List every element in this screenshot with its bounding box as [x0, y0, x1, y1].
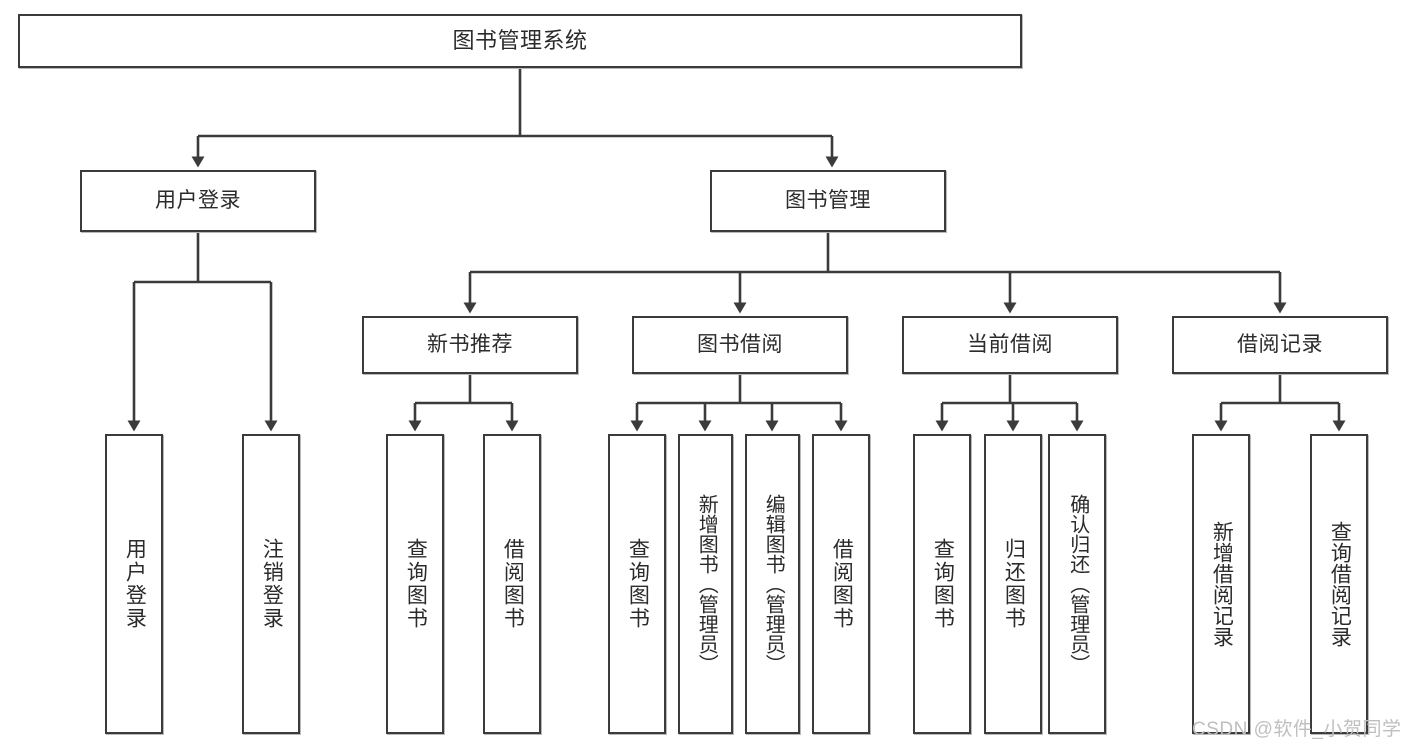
node-leaf-query-book-1[interactable]: 查询图书	[386, 434, 444, 734]
node-label: 借阅图书	[830, 538, 854, 630]
node-borrow-record[interactable]: 借阅记录	[1172, 316, 1388, 374]
node-label: 借阅记录	[1237, 333, 1323, 357]
node-leaf-edit-book[interactable]: 编辑图书（管理员）	[745, 434, 800, 734]
node-current-borrow[interactable]: 当前借阅	[902, 316, 1118, 374]
node-label: 确认归还（管理员）	[1066, 494, 1089, 674]
node-label: 归还图书	[1002, 538, 1026, 630]
node-leaf-add-record[interactable]: 新增借阅记录	[1192, 434, 1250, 734]
node-leaf-return-book[interactable]: 归还图书	[984, 434, 1042, 734]
node-label: 查询图书	[931, 538, 955, 630]
node-leaf-query-record[interactable]: 查询借阅记录	[1310, 434, 1368, 734]
node-leaf-query-book-3[interactable]: 查询图书	[913, 434, 971, 734]
csdn-watermark: CSDN @软件_小贺同学	[1192, 719, 1402, 740]
node-user-login[interactable]: 用户登录	[80, 170, 316, 232]
node-leaf-query-book-2[interactable]: 查询图书	[608, 434, 666, 734]
node-label: 查询借阅记录	[1328, 521, 1352, 647]
node-label: 新增图书（管理员）	[695, 494, 718, 674]
node-label: 新书推荐	[427, 333, 513, 357]
node-label: 图书管理系统	[452, 27, 588, 53]
node-leaf-user-login[interactable]: 用户登录	[105, 434, 163, 734]
node-leaf-add-book[interactable]: 新增图书（管理员）	[678, 434, 733, 734]
node-label: 注销登录	[260, 538, 284, 630]
node-book-management[interactable]: 图书管理	[710, 170, 946, 232]
node-label: 编辑图书（管理员）	[762, 494, 785, 674]
node-label: 用户登录	[123, 538, 147, 630]
node-new-book-recommend[interactable]: 新书推荐	[362, 316, 578, 374]
node-leaf-borrow-book-2[interactable]: 借阅图书	[812, 434, 870, 734]
node-root-system[interactable]: 图书管理系统	[18, 14, 1022, 68]
node-leaf-logout[interactable]: 注销登录	[242, 434, 300, 734]
node-label: 查询图书	[626, 538, 650, 630]
node-label: 图书借阅	[697, 333, 783, 357]
node-leaf-confirm-return[interactable]: 确认归还（管理员）	[1048, 434, 1106, 734]
node-label: 新增借阅记录	[1210, 521, 1234, 647]
node-label: 借阅图书	[501, 538, 525, 630]
node-label: 图书管理	[785, 189, 871, 213]
node-label: 用户登录	[155, 189, 241, 213]
node-label: 当前借阅	[967, 333, 1053, 357]
node-label: 查询图书	[404, 538, 428, 630]
node-book-borrow[interactable]: 图书借阅	[632, 316, 848, 374]
node-leaf-borrow-book-1[interactable]: 借阅图书	[483, 434, 541, 734]
